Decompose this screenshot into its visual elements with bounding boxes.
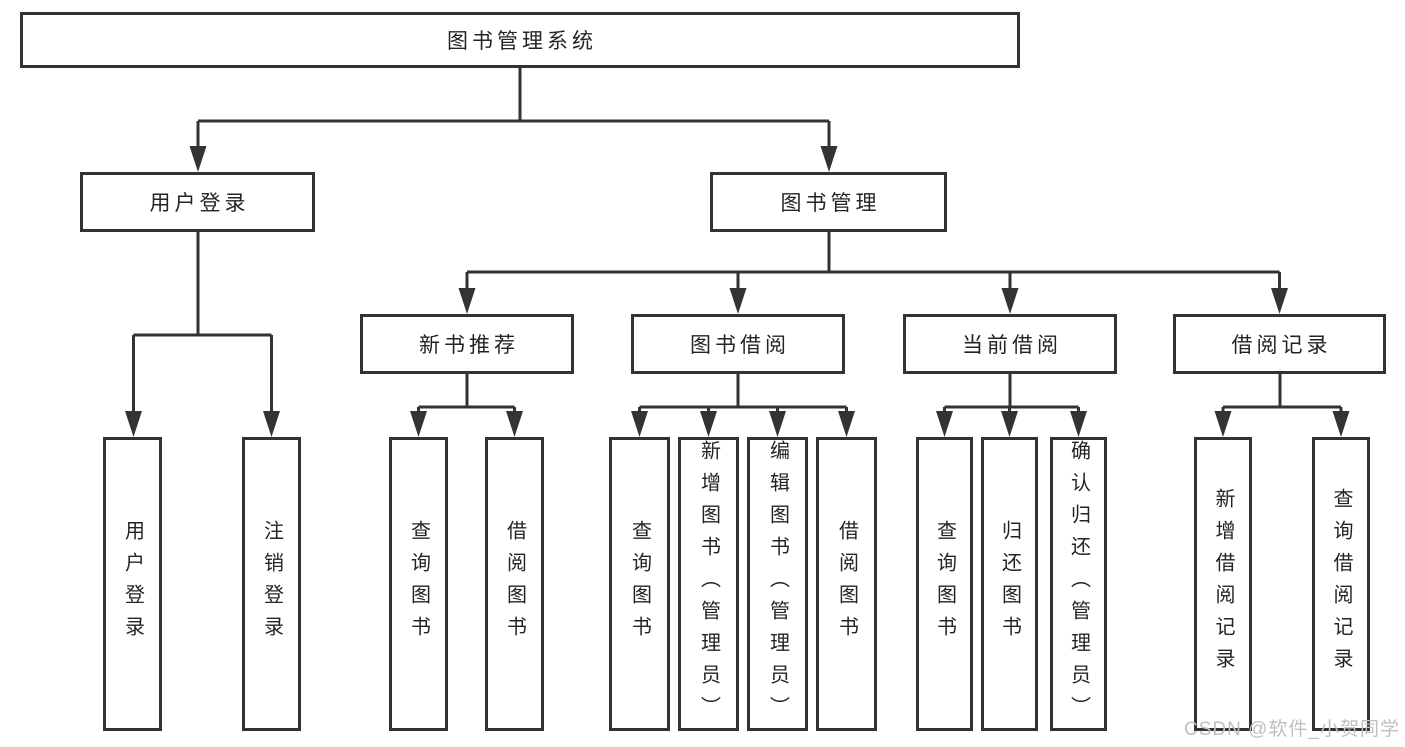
- leaf-add-books-admin: 新增图书（管理员）: [678, 437, 739, 731]
- node-book-management-label: 图书管理: [780, 192, 881, 215]
- leaf-borrow-books-recommend: 借阅图书: [485, 437, 544, 731]
- leaf-borrow-books-recommend-label: 借阅图书: [503, 520, 526, 648]
- node-book-borrowing: 图书借阅: [631, 314, 845, 374]
- arrowheads: [125, 146, 1350, 437]
- leaf-query-books-borrowing: 查询图书: [609, 437, 670, 731]
- leaf-add-borrow-record-label: 新增借阅记录: [1212, 488, 1234, 680]
- node-user-login-label: 用户登录: [149, 192, 250, 215]
- node-new-book-recommendation: 新书推荐: [360, 314, 574, 374]
- leaf-query-books-recommend-label: 查询图书: [407, 520, 430, 648]
- node-root: 图书管理系统: [20, 12, 1020, 68]
- node-book-borrowing-label: 图书借阅: [690, 334, 790, 357]
- node-borrowing-records-label: 借阅记录: [1231, 334, 1332, 357]
- leaf-add-books-admin-label: 新增图书（管理员）: [697, 440, 720, 728]
- leaf-add-borrow-record: 新增借阅记录: [1194, 437, 1252, 731]
- node-current-borrowing: 当前借阅: [903, 314, 1117, 374]
- leaf-borrow-books-borrowing-label: 借阅图书: [835, 520, 858, 648]
- node-book-management: 图书管理: [710, 172, 947, 232]
- leaf-query-books-recommend: 查询图书: [389, 437, 448, 731]
- leaf-query-borrow-record: 查询借阅记录: [1312, 437, 1370, 731]
- leaf-return-books-label: 归还图书: [998, 520, 1021, 648]
- leaf-edit-books-admin: 编辑图书（管理员）: [747, 437, 808, 731]
- leaf-user-login-label: 用户登录: [121, 520, 144, 648]
- node-root-label: 图书管理系统: [447, 30, 597, 53]
- leaf-user-login: 用户登录: [103, 437, 162, 731]
- node-current-borrowing-label: 当前借阅: [962, 334, 1062, 357]
- node-borrowing-records: 借阅记录: [1173, 314, 1386, 374]
- leaf-confirm-return-admin-label: 确认归还（管理员）: [1067, 440, 1090, 728]
- csdn-watermark: CSDN @软件_小贺同学: [1184, 719, 1400, 740]
- leaf-edit-books-admin-label: 编辑图书（管理员）: [766, 440, 789, 728]
- node-user-login: 用户登录: [80, 172, 315, 232]
- leaf-confirm-return-admin: 确认归还（管理员）: [1050, 437, 1107, 731]
- leaf-logout: 注销登录: [242, 437, 301, 731]
- leaf-logout-label: 注销登录: [260, 520, 283, 648]
- node-new-book-recommendation-label: 新书推荐: [419, 334, 519, 357]
- leaf-return-books: 归还图书: [981, 437, 1038, 731]
- leaf-query-books-current: 查询图书: [916, 437, 973, 731]
- leaf-borrow-books-borrowing: 借阅图书: [816, 437, 877, 731]
- leaf-query-books-borrowing-label: 查询图书: [628, 520, 651, 648]
- leaf-query-borrow-record-label: 查询借阅记录: [1330, 488, 1352, 680]
- leaf-query-books-current-label: 查询图书: [933, 520, 956, 648]
